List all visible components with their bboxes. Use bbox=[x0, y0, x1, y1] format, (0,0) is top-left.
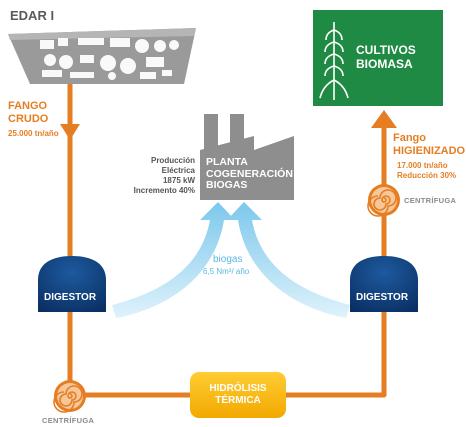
fango-higienizado-info: 17.000 tn/año Reducción 30% bbox=[397, 161, 456, 181]
digestor-right-tank bbox=[350, 256, 418, 312]
hidrolisis-label: HIDRÓLISIS TÉRMICA bbox=[190, 383, 286, 407]
biogas-label: biogas bbox=[213, 254, 243, 265]
cultivos-line1: CULTIVOS bbox=[356, 43, 416, 57]
hidrolisis-line2: TÉRMICA bbox=[215, 395, 261, 406]
plant-production-info: Producción Eléctrica 1875 kW Incremento … bbox=[134, 156, 195, 196]
digestor-right-label: DIGESTOR bbox=[356, 292, 409, 303]
arrow-down-left bbox=[60, 124, 80, 140]
cogeneration-plant bbox=[200, 114, 294, 200]
plant-line1: PLANTA bbox=[206, 156, 248, 168]
cultivos-label: CULTIVOS BIOMASA bbox=[356, 43, 416, 71]
biogas-rate: 6,5 Nm³/ año bbox=[203, 267, 250, 276]
fango-higienizado-line2: HIGIENIZADO bbox=[393, 145, 466, 157]
plant-label: PLANTA COGENERACIÓN BIOGAS bbox=[206, 156, 293, 192]
fango-higienizado-line1: Fango bbox=[393, 132, 426, 144]
arrow-up-right bbox=[371, 110, 397, 128]
cultivos-box bbox=[313, 10, 443, 106]
centrifuga-right-label: CENTRÍFUGA bbox=[404, 196, 457, 205]
plant-info-line-2: 1875 kW bbox=[162, 176, 195, 185]
sludge-flow-line bbox=[67, 84, 387, 398]
wheat-icon bbox=[319, 22, 349, 100]
fango-crudo-amount: 25.000 tn/año bbox=[8, 129, 59, 138]
centrifuga-left-spiral bbox=[53, 380, 86, 413]
fango-crudo-line1: FANGO bbox=[8, 100, 48, 112]
plant-info-line-1: Eléctrica bbox=[161, 166, 195, 175]
digestor-left-label: DIGESTOR bbox=[44, 292, 97, 303]
digestor-left-tank bbox=[38, 256, 106, 312]
plant-info-line-3: Incremento 40% bbox=[133, 186, 195, 195]
centrifuga-left-label: CENTRÍFUGA bbox=[42, 416, 95, 425]
edar-title: EDAR I bbox=[10, 8, 55, 23]
hidrolisis-line1: HIDRÓLISIS bbox=[209, 383, 267, 394]
fango-higienizado-reduction: Reducción 30% bbox=[397, 171, 457, 180]
plant-line2: COGENERACIÓN bbox=[206, 167, 293, 180]
fango-higienizado-amount: 17.000 tn/año bbox=[397, 161, 448, 170]
fango-crudo-label: FANGO CRUDO bbox=[8, 100, 48, 126]
edar-buildings bbox=[40, 38, 179, 80]
plant-info-line-0: Producción bbox=[150, 156, 195, 165]
fango-higienizado-label: Fango HIGIENIZADO bbox=[393, 132, 465, 158]
edar-facility bbox=[8, 28, 196, 84]
hidrolisis-box bbox=[190, 372, 286, 418]
fango-crudo-line2: CRUDO bbox=[8, 113, 49, 125]
cultivos-line2: BIOMASA bbox=[356, 57, 413, 71]
centrifuga-right-spiral bbox=[367, 184, 400, 217]
biogas-arrows bbox=[112, 202, 350, 318]
plant-line3: BIOGAS bbox=[206, 179, 248, 191]
